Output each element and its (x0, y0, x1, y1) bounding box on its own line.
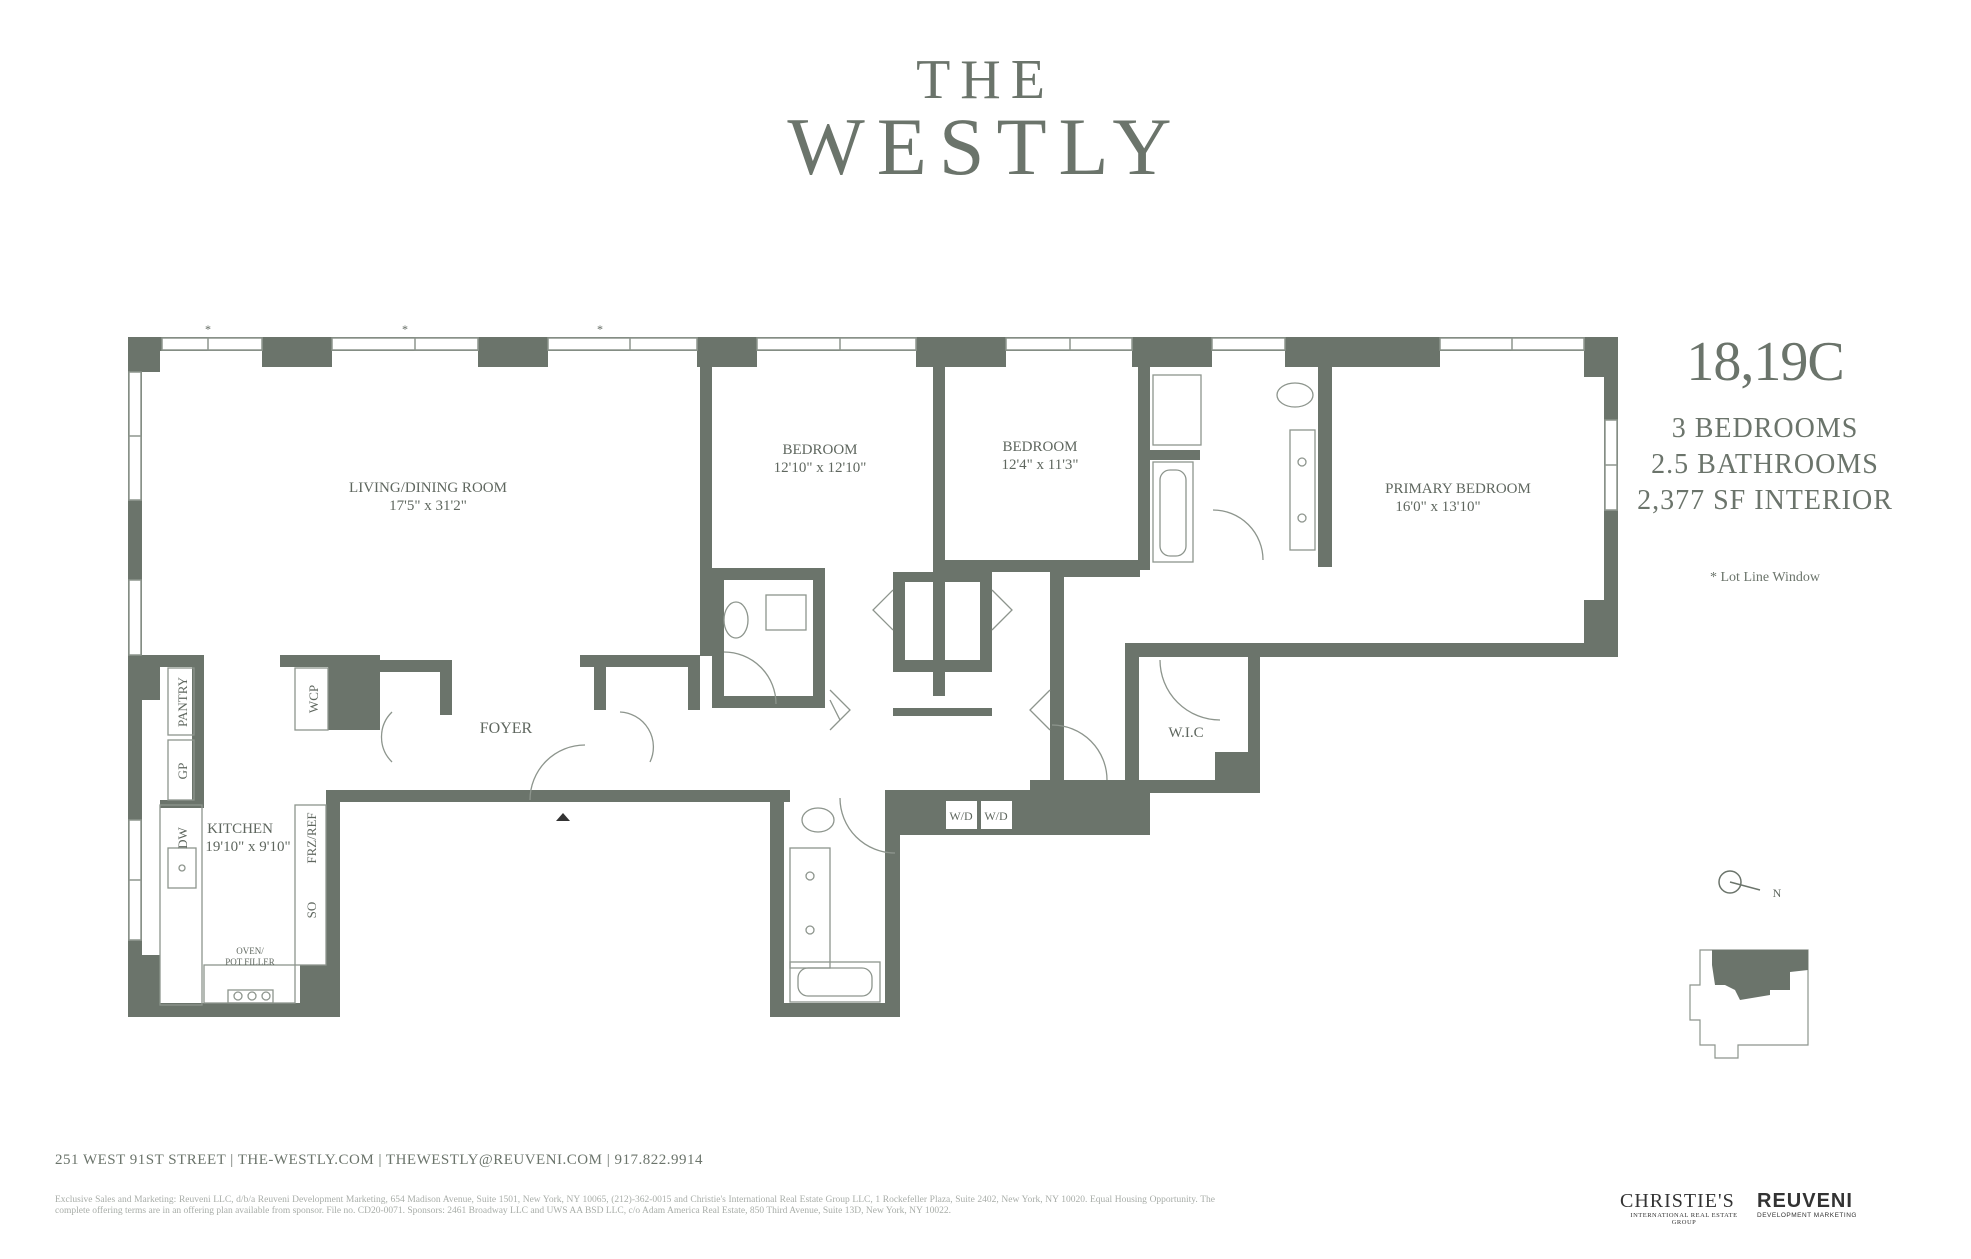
bedroom1-name: BEDROOM (782, 442, 857, 458)
brand-the: THE (916, 49, 1055, 111)
kitchen-name: KITCHEN (207, 821, 273, 837)
bedroom1-dims: 12'10" x 12'10" (774, 460, 867, 476)
primary-dims: 16'0" x 13'10" (1395, 499, 1480, 515)
walls (128, 337, 1618, 1017)
bedroom2-name: BEDROOM (1002, 439, 1077, 455)
foyer-name: FOYER (480, 720, 533, 737)
reuveni-logo: REUVENI (1757, 1190, 1853, 1212)
frz-ref-label: FRZ/REF (304, 812, 319, 863)
compass-icon: N (1718, 870, 1782, 900)
compass-label: N (1773, 886, 1782, 900)
wic-name: W.I.C (1168, 725, 1203, 741)
bedroom2-dims: 12'4" x 11'3" (1001, 457, 1078, 473)
bathroom-count: 2.5 BATHROOMS (1651, 449, 1879, 480)
lot-line-marker-3: * (597, 322, 603, 336)
footer-contact: 251 WEST 91ST STREET | THE-WESTLY.COM | … (55, 1152, 703, 1168)
dw-label: DW (175, 826, 190, 848)
reuveni-logo-sub: DEVELOPMENT MARKETING (1757, 1212, 1857, 1219)
oven-label-2: POT FILLER (225, 957, 275, 967)
footer-legal: Exclusive Sales and Marketing: Reuveni L… (55, 1195, 1215, 1216)
wd-label-1: W/D (949, 809, 973, 823)
lot-line-marker-1: * (205, 322, 211, 336)
bedroom-count: 3 BEDROOMS (1671, 413, 1859, 444)
gp-label: GP (175, 763, 190, 780)
fixtures (159, 374, 1316, 1006)
lot-line-note: * Lot Line Window (1710, 570, 1820, 585)
room-labels: LIVING/DINING ROOM 17'5" x 31'2" BEDROOM… (175, 439, 1531, 967)
pantry-label: PANTRY (175, 676, 190, 727)
oven-label-1: OVEN/ (236, 946, 264, 956)
lot-line-marker-2: * (402, 322, 408, 336)
christies-logo-sub: INTERNATIONAL REAL ESTATE GROUP (1630, 1212, 1738, 1226)
so-label: SO (304, 902, 319, 919)
washer-dryer (944, 799, 1014, 831)
primary-name: PRIMARY BEDROOM (1385, 481, 1531, 497)
wd-label-2: W/D (984, 809, 1008, 823)
unit-number: 18,19C (1686, 331, 1844, 393)
windows (128, 337, 1618, 941)
brand-name: WESTLY (787, 101, 1184, 192)
key-plan (1689, 949, 1809, 1059)
kitchen-dims: 19'10" x 9'10" (205, 839, 290, 855)
living-name: LIVING/DINING ROOM (349, 480, 507, 496)
wcp-label: WCP (306, 685, 321, 713)
lot-line-markers: * * * (205, 322, 603, 336)
interior-area: 2,377 SF INTERIOR (1637, 485, 1893, 516)
living-dims: 17'5" x 31'2" (389, 498, 467, 514)
christies-logo: CHRISTIE'S (1620, 1190, 1735, 1212)
entrance-marker (556, 813, 570, 821)
